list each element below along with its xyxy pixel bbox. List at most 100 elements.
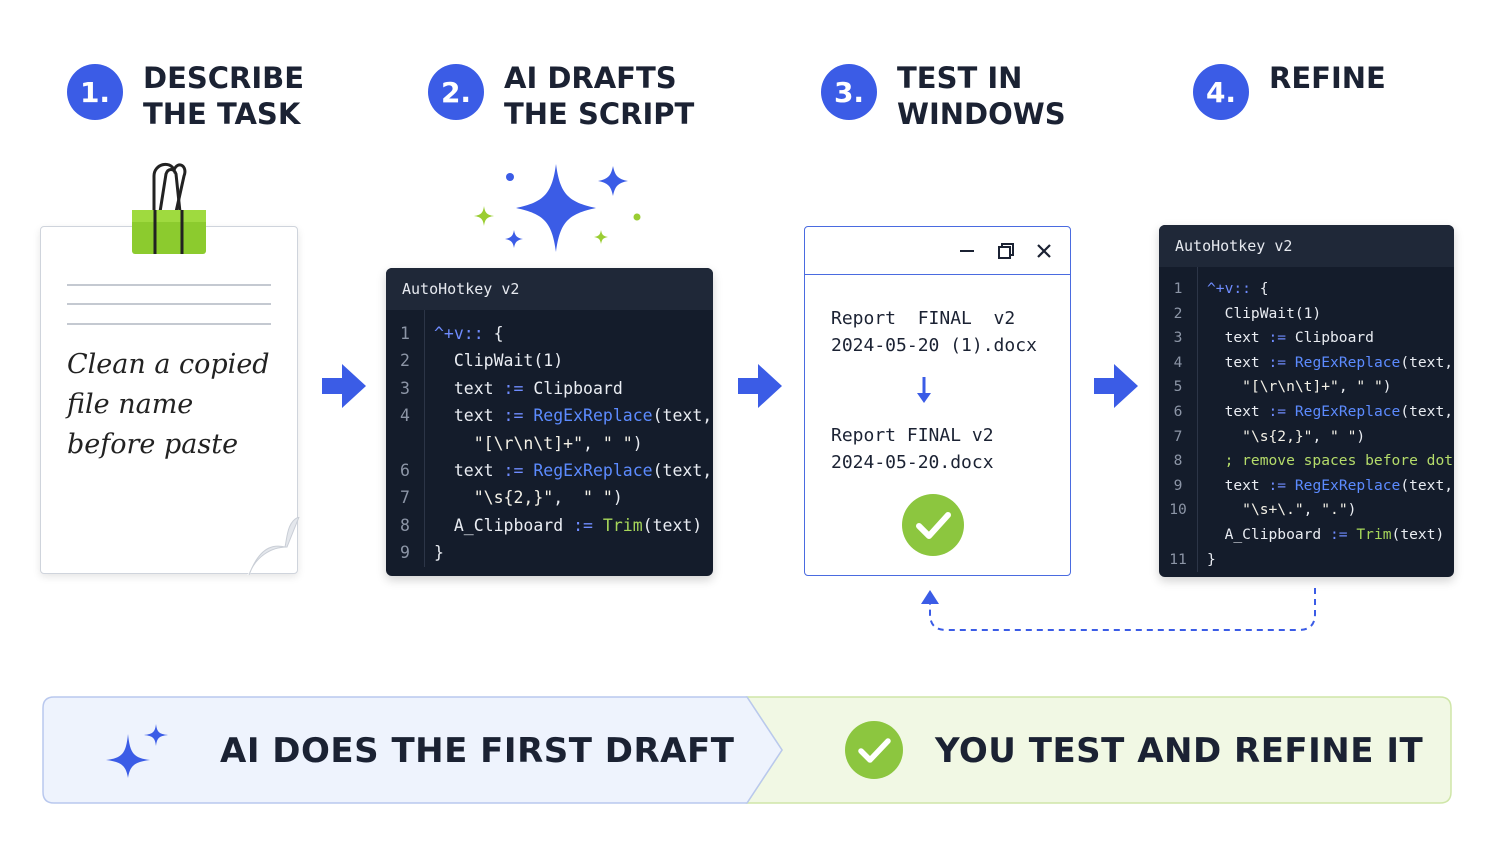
code-line: 8 A_Clipboard := Trim(text): [386, 512, 713, 539]
arrow-right-icon: [322, 364, 366, 408]
code-line: 9}: [386, 539, 713, 566]
note-rule: [67, 303, 271, 305]
code-text: text := Clipboard: [1207, 329, 1374, 347]
line-number: 5: [1173, 378, 1183, 396]
line-number: 9: [1173, 476, 1183, 494]
step-2-header: 2. AI DRAFTS THE SCRIPT: [428, 60, 694, 132]
feedback-loop-arrow: [921, 588, 1316, 631]
filename-before: Report FINAL v2 2024-05-20 (1).docx: [831, 308, 1037, 356]
window-titlebar: [805, 227, 1070, 275]
code-body: 1^+v:: {2 ClipWait(1)3 text := Clipboard…: [386, 310, 713, 567]
task-note-card: Clean a copied file name before paste: [40, 226, 300, 576]
draft-code-editor: AutoHotkey v2 1^+v:: {2 ClipWait(1)3 tex…: [386, 268, 713, 576]
code-line: 9 text := RegExReplace(text,: [1159, 474, 1454, 499]
check-circle-icon: [845, 721, 903, 779]
step-number-badge: 4.: [1193, 64, 1249, 120]
code-line: 6 text := RegExReplace(text,: [386, 457, 713, 484]
step-title: TEST IN WINDOWS: [897, 61, 1066, 131]
line-number: 4: [1173, 353, 1183, 371]
code-line: 7 "\s{2,}", " "): [1159, 425, 1454, 450]
code-line: 2 ClipWait(1): [1159, 302, 1454, 327]
close-icon[interactable]: [1032, 239, 1056, 263]
line-number: 7: [400, 488, 410, 508]
code-text: ClipWait(1): [434, 351, 564, 371]
line-number: 4: [400, 406, 410, 426]
line-number: 7: [1173, 427, 1183, 445]
line-number: 8: [1173, 452, 1183, 470]
code-text: "\s{2,}", " "): [473, 488, 623, 508]
restore-icon[interactable]: [994, 239, 1018, 263]
line-number: 11: [1169, 550, 1187, 568]
code-line: 1 ^+v:: {: [386, 320, 713, 347]
code-line: 2 ClipWait(1): [386, 347, 713, 374]
banner-shape: [42, 696, 1452, 804]
arrow-down-icon: [917, 377, 931, 403]
step-1-header: 1. DESCRIBE THE TASK: [67, 60, 304, 132]
step-number-badge: 1.: [67, 64, 123, 120]
code-text: text := RegExReplace(text,: [434, 460, 713, 480]
code-text: ^+v:: {: [434, 324, 504, 343]
code-text: ClipWait(1): [1207, 304, 1322, 322]
line-number: 1: [1173, 280, 1183, 297]
code-text: ^+v:: {: [1207, 280, 1269, 297]
sparkles-icon: [474, 164, 641, 252]
code-line: 1 ^+v:: {: [1159, 277, 1454, 302]
line-number: 6: [400, 460, 410, 480]
code-text: "[\r\n\t]+", " "): [1242, 378, 1392, 396]
code-text: text := Clipboard: [434, 378, 623, 398]
editor-title: AutoHotkey v2: [1159, 225, 1454, 267]
step-title: REFINE: [1269, 61, 1386, 95]
minimize-icon[interactable]: [955, 239, 979, 263]
line-number: 1: [400, 324, 410, 343]
code-text: text := RegExReplace(text,: [1207, 353, 1454, 371]
code-text: text := RegExReplace(text,: [1207, 402, 1454, 420]
code-line: 8 ; remove spaces before dots: [1159, 449, 1454, 474]
code-line: 10 "\s+\.", "."): [1159, 498, 1454, 523]
line-number: 2: [1173, 304, 1183, 322]
arrow-right-icon: [738, 364, 782, 408]
binder-clip-icon: [132, 162, 206, 254]
code-line: 7 "\s{2,}", " "): [386, 484, 713, 511]
summary-banner: AI DOES THE FIRST DRAFT YOU TEST AND REF…: [42, 696, 1452, 804]
code-line: 11}: [1159, 548, 1454, 573]
code-text: "\s+\.", "."): [1242, 501, 1357, 519]
line-number: 6: [1173, 402, 1183, 420]
refine-code-editor: AutoHotkey v2 1^+v:: {2 ClipWait(1)3 tex…: [1159, 225, 1454, 577]
test-window: Report FINAL v2 2024-05-20 (1).docx Repo…: [804, 226, 1071, 576]
line-number-gutter: [1197, 267, 1198, 573]
code-line: 6 text := RegExReplace(text,: [1159, 400, 1454, 425]
note-rule: [67, 323, 271, 325]
line-number: [1159, 523, 1197, 548]
line-number: 8: [400, 515, 410, 535]
check-circle-icon: [902, 494, 964, 556]
code-line: "[\r\n\t]+", " "): [386, 430, 713, 457]
step-3-header: 3. TEST IN WINDOWS: [821, 60, 1066, 132]
code-text: A_Clipboard := Trim(text): [1207, 525, 1445, 543]
code-text: "\s{2,}", " "): [1242, 427, 1366, 445]
code-line: 3 text := Clipboard: [386, 375, 713, 402]
line-number: 3: [1173, 329, 1183, 347]
step-number-badge: 2.: [428, 64, 484, 120]
code-text: "[\r\n\t]+", " "): [473, 433, 643, 453]
code-line: 4 text := RegExReplace(text,: [386, 402, 713, 429]
line-number: [386, 430, 424, 457]
banner-left-label: AI DOES THE FIRST DRAFT: [220, 731, 735, 771]
line-number-gutter: [424, 310, 425, 567]
line-number: 10: [1169, 501, 1187, 519]
editor-title: AutoHotkey v2: [386, 268, 713, 310]
task-description: Clean a copied file name before paste: [67, 349, 270, 460]
arrow-right-icon: [1094, 364, 1138, 408]
step-number-badge: 3.: [821, 64, 877, 120]
line-number: 3: [400, 378, 410, 398]
line-number: 9: [400, 543, 410, 563]
step-4-header: 4. REFINE: [1193, 60, 1386, 120]
code-text: ; remove spaces before dots: [1207, 452, 1454, 470]
code-line: A_Clipboard := Trim(text): [1159, 523, 1454, 548]
code-line: 3 text := Clipboard: [1159, 326, 1454, 351]
code-line: 4 text := RegExReplace(text,: [1159, 351, 1454, 376]
note-rule: [67, 284, 271, 286]
code-text: }: [434, 543, 444, 563]
line-number: 2: [400, 351, 410, 371]
banner-right-label: YOU TEST AND REFINE IT: [935, 731, 1424, 771]
page-curl-icon: [247, 517, 300, 576]
